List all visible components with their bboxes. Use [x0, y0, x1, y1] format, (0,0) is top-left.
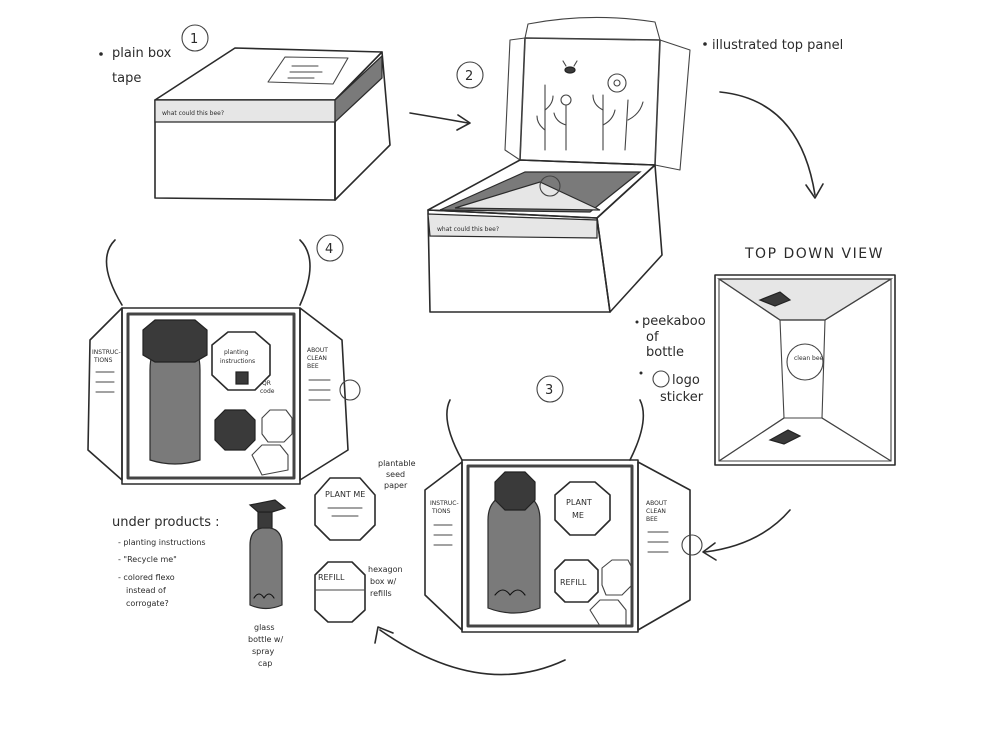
box3-refill-hex — [554, 559, 599, 603]
box4-about-1: ABOUT — [307, 347, 328, 354]
box4-refill-cutout — [214, 409, 256, 451]
box3-tray — [461, 459, 639, 633]
note-glass-4: cap — [258, 659, 272, 668]
note-plain-box: plain box — [112, 46, 172, 61]
box4-bottle-cutout — [149, 344, 201, 465]
top-down-view: TOP DOWN VIEW clean bee peekaboo of bott… — [635, 246, 896, 561]
step-3-unfolded-box: 3 INSTRUC- TIONS ABOUT CLEAN BEE PLANT M… — [374, 375, 703, 676]
box4-about-2: CLEAN — [307, 355, 327, 362]
note-glass-2: bottle w/ — [248, 635, 283, 644]
box2-side — [596, 164, 663, 313]
note-plantable-3: paper — [384, 481, 408, 490]
box4-qr-1: QR — [262, 380, 271, 387]
note-glass-1: glass — [254, 623, 275, 632]
note-hex-2: box w/ — [370, 577, 397, 586]
topdown-logo-text: clean bee — [794, 355, 824, 362]
topdown-logo-sticker — [786, 343, 824, 381]
illustrated-flowers — [536, 60, 644, 151]
box3-lid-edges — [446, 399, 645, 461]
box1-tape-text: what could this bee? — [162, 110, 224, 117]
step-1-circle — [181, 24, 209, 52]
box3-about-3: BEE — [646, 516, 658, 523]
step-4-circle — [316, 234, 344, 262]
note-plantable-2: seed — [386, 470, 405, 479]
note-logo-1: logo — [672, 373, 700, 388]
refill-hexagon-box — [314, 561, 366, 623]
box4-left-wing — [87, 307, 123, 481]
note-plantable-1: plantable — [378, 459, 416, 468]
step-2-open-box: 2 what coul — [427, 16, 843, 313]
note-under-3b: instead of — [126, 586, 166, 595]
topdown-outer — [714, 274, 896, 466]
note-under-2: - "Recycle me" — [118, 555, 177, 564]
box3-instructions-2: TIONS — [431, 508, 451, 515]
note-glass-3: spray — [252, 647, 274, 656]
arrow-2-to-topdown — [719, 91, 816, 196]
box4-planting-2: instructions — [220, 358, 255, 365]
topdown-top-flap — [717, 278, 894, 321]
box4-instructions-2: TIONS — [93, 357, 113, 364]
box3-about-1: ABOUT — [646, 500, 667, 507]
box2-tape — [427, 213, 598, 239]
note-peekaboo-1: peekaboo — [642, 314, 706, 329]
refill-label: REFILL — [318, 573, 345, 582]
arrow-topdown-to-3 — [704, 509, 791, 553]
note-hex-3: refills — [370, 589, 392, 598]
box3-about-2: CLEAN — [646, 508, 666, 515]
note-peekaboo-2: of — [646, 330, 659, 345]
note-tape: tape — [112, 71, 141, 86]
box3-refill: REFILL — [560, 578, 587, 587]
box1-label — [267, 56, 349, 85]
box4-planting-hex — [211, 331, 271, 391]
step-3-circle — [536, 375, 564, 403]
note-under-3a: - colored flexo — [118, 573, 175, 582]
box4-instructions-1: INSTRUC- — [92, 349, 121, 356]
box3-plant: PLANT — [566, 498, 592, 507]
plant-me-seed-paper — [314, 477, 376, 541]
note-illustrated: illustrated top panel — [712, 38, 843, 53]
note-hex-1: hexagon — [368, 565, 403, 574]
box4-qr — [235, 371, 249, 385]
top-down-title: TOP DOWN VIEW — [744, 246, 884, 262]
box4-tray — [121, 307, 301, 485]
note-peekaboo-3: bottle — [646, 345, 684, 360]
box2-logo-sticker — [539, 175, 561, 197]
glass-spray-bottle — [248, 499, 287, 610]
step-1-closed-box: 1 plain box tape what could this bee? — [99, 24, 471, 201]
box3-bottle — [487, 494, 541, 614]
box4-about-3: BEE — [307, 363, 319, 370]
step-2-number: 2 — [465, 69, 473, 84]
box4-planting-1: planting — [224, 349, 249, 356]
note-under-title: under products : — [112, 515, 220, 530]
arrow-3-to-products — [379, 629, 566, 676]
step-3-number: 3 — [545, 383, 553, 398]
box2-tape-text: what could this bee? — [437, 226, 499, 233]
box3-plant-me-hex — [554, 481, 611, 536]
note-logo-2: sticker — [660, 390, 704, 405]
box4-lid-edges — [105, 239, 311, 306]
step-1-number: 1 — [190, 32, 198, 47]
box1-side — [334, 51, 391, 201]
plant-me-label: PLANT ME — [325, 490, 365, 499]
products-detail: PLANT ME plantable seed paper REFILL hex… — [112, 459, 416, 668]
box3-instructions-1: INSTRUC- — [430, 500, 459, 507]
step-4-unfolded-box: 4 INSTRUC- TIONS ABOUT CLEAN BEE plantin… — [87, 234, 361, 485]
box3-left-wing — [424, 461, 463, 631]
step-4-number: 4 — [325, 242, 333, 257]
box2-lid — [519, 37, 661, 166]
note-under-3c: corrogate? — [126, 599, 169, 608]
step-2-circle — [456, 61, 484, 89]
box3-me: ME — [572, 511, 584, 520]
note-under-1: - planting instructions — [118, 538, 206, 547]
arrow-1-to-2 — [409, 112, 469, 124]
box4-qr-2: code — [260, 388, 275, 395]
